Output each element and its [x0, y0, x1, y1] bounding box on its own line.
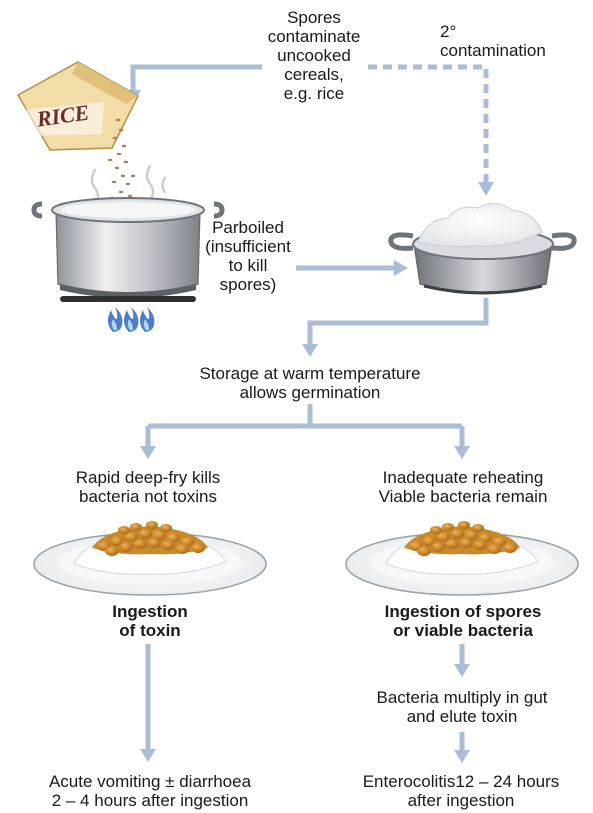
plate-fried-rice-right: [346, 521, 578, 595]
arrow-secondary-contamination: [368, 67, 494, 196]
arrow-toxin-to-outcome: [140, 644, 156, 762]
storage-label: Storage at warm temperature allows germi…: [170, 364, 450, 402]
bacteria-multiply-label: Bacteria multiply in gut and elute toxin: [342, 688, 582, 726]
plate-fried-rice-left: [34, 521, 266, 595]
enterocolitis-label: Enterocolitis12 – 24 hours after ingesti…: [330, 772, 592, 810]
arrow-multiply-to-outcome: [454, 732, 470, 763]
parboiled-label: Parboiled (insufficient to kill spores): [192, 218, 304, 294]
reheating-label: Inadequate reheating Viable bacteria rem…: [346, 468, 580, 506]
arrow-spores-to-multiply: [454, 644, 470, 677]
secondary-contamination-label: 2° contamination: [440, 22, 590, 60]
burner-flames: [108, 307, 154, 332]
acute-vomiting-label: Acute vomiting ± diarrhoea 2 – 4 hours a…: [4, 772, 296, 810]
pan-of-cooked-rice: [391, 203, 574, 293]
arrow-spores-to-pot: [125, 67, 262, 104]
arrow-pan-to-storage: [302, 298, 486, 357]
spores-contaminate-label: Spores contaminate uncooked cereals, e.g…: [252, 8, 376, 103]
ingestion-of-spores-label: Ingestion of spores or viable bacteria: [346, 602, 580, 640]
rice-bag: RICE: [18, 62, 138, 150]
arrow-parboiled-to-pan: [296, 260, 408, 276]
ingestion-of-toxin-label: Ingestion of toxin: [70, 602, 230, 640]
deep-fry-label: Rapid deep-fry kills bacteria not toxins: [28, 468, 268, 506]
arrow-storage-split: [140, 404, 470, 459]
